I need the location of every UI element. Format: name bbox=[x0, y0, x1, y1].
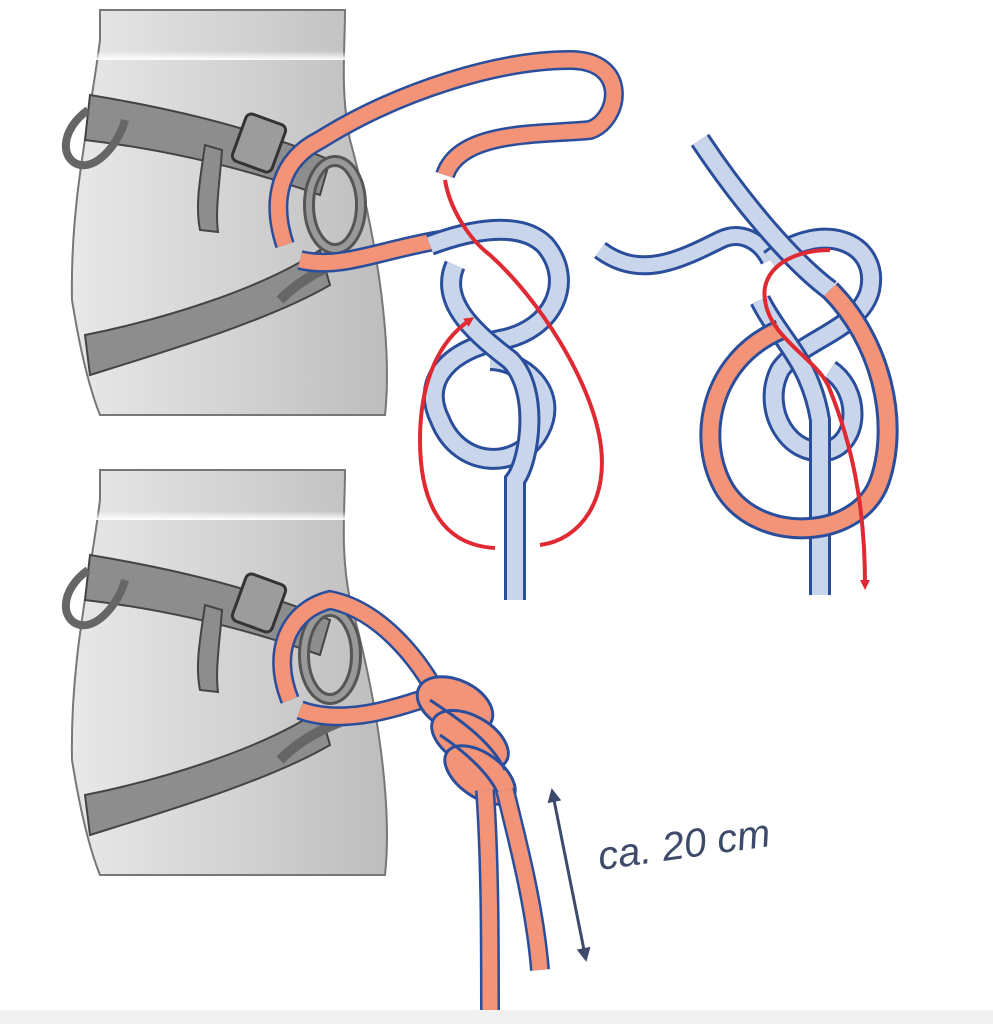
top-belay-loop-inner bbox=[306, 158, 364, 252]
top-leg-loop bbox=[83, 248, 332, 377]
page-edge bbox=[0, 1010, 993, 1024]
first-knot-arrow-icon bbox=[417, 179, 604, 550]
measurement-arrow-icon bbox=[547, 788, 591, 962]
second-knot-rope-icon bbox=[594, 133, 899, 595]
first-knot-rope-icon bbox=[422, 218, 570, 600]
finished-knot-rope-icon bbox=[272, 589, 550, 1024]
top-fade bbox=[70, 0, 400, 60]
bottom-hanging-strap bbox=[196, 603, 224, 694]
bottom-harness bbox=[62, 460, 400, 876]
top-buckle-icon bbox=[230, 112, 288, 174]
top-gear-loop-icon bbox=[62, 106, 129, 170]
bottom-belay-loop-inner bbox=[301, 608, 359, 702]
bottom-gear-loop-icon bbox=[62, 566, 129, 630]
top-hanging-strap bbox=[196, 143, 224, 234]
bottom-leg-loop bbox=[83, 708, 332, 837]
top-harness bbox=[62, 0, 400, 416]
bottom-buckle-icon bbox=[230, 572, 288, 634]
second-knot-arrow-icon bbox=[762, 248, 870, 590]
measurement-label: ca. 20 cm bbox=[595, 811, 773, 879]
top-orange-rope-icon bbox=[268, 49, 624, 273]
bottom-fade bbox=[70, 460, 400, 520]
